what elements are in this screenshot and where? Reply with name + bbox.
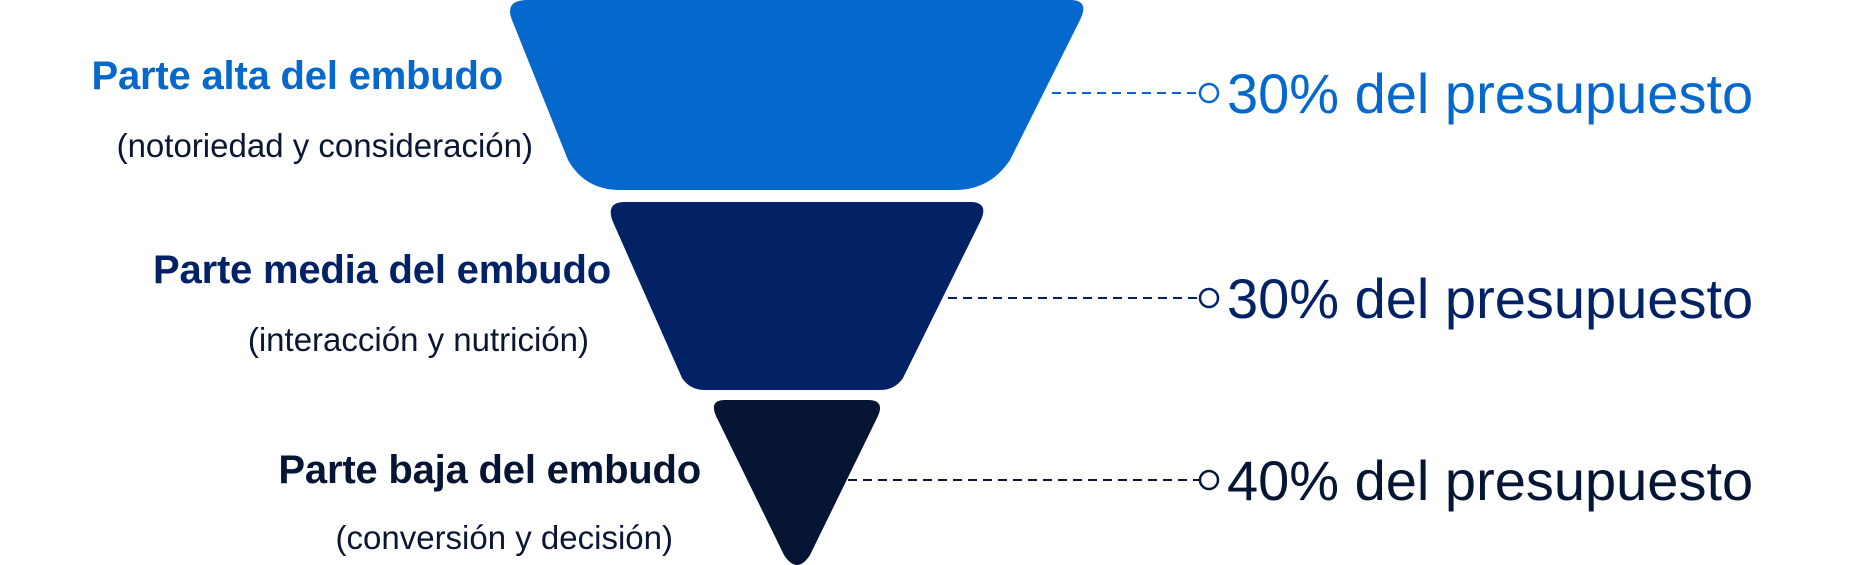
stage-bottom-budget: 40% del presupuesto [1227,449,1754,512]
stage-middle-subtitle: (interacción y nutrición) [247,321,589,358]
connector-dot-1 [1198,82,1220,104]
stage-top-subtitle: (notoriedad y consideración) [116,127,533,164]
stage-bottom-title: Parte baja del embudo [278,448,701,492]
stage-top-title: Parte alta del embudo [91,54,504,98]
stage-middle-budget: 30% del presupuesto [1227,267,1754,330]
stage-bottom-subtitle: (conversión y decisión) [335,519,673,556]
funnel-middle-segment [610,202,984,390]
funnel-top-segment [510,0,1084,190]
connector-dot-3 [1198,469,1220,491]
stage-middle-title: Parte media del embudo [153,248,611,292]
funnel-bottom-segment [713,400,881,565]
stage-top-budget: 30% del presupuesto [1227,62,1754,125]
connector-dot-2 [1198,287,1220,309]
